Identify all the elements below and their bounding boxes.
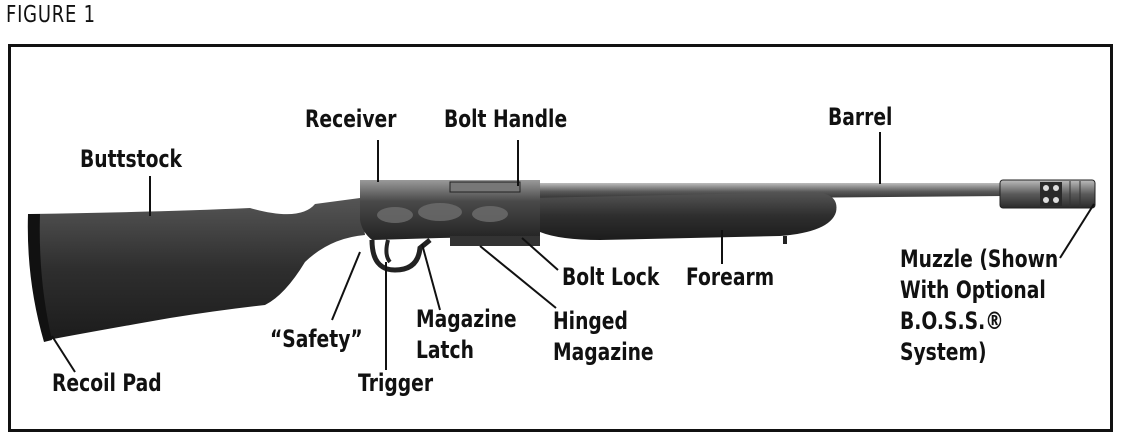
- bolt-lock-label: Bolt Lock: [562, 263, 660, 291]
- trigger-shape: [384, 239, 392, 264]
- recoil-pad-label: Recoil Pad: [52, 369, 162, 397]
- safety-label: “Safety”: [270, 325, 363, 353]
- forearm-shape: [528, 192, 837, 240]
- barrel-label: Barrel: [828, 103, 893, 131]
- magazine-latch-label: Magazine Latch: [416, 305, 517, 364]
- receiver-label: Receiver: [305, 105, 397, 133]
- leader-magazine-latch: [421, 243, 441, 311]
- leader-hinged-magazine: [479, 245, 557, 309]
- bolt-handle-shape: [449, 181, 521, 193]
- trigger-label: Trigger: [358, 369, 434, 397]
- leader-muzzle: [1059, 203, 1095, 259]
- muzzle-label: Muzzle (Shown With Optional B.O.S.S.® Sy…: [900, 245, 1059, 366]
- muzzle-brake-shape: [999, 179, 1096, 209]
- bolt-handle-label: Bolt Handle: [444, 105, 568, 133]
- leader-safety: [331, 251, 361, 321]
- leader-recoil-pad: [51, 335, 76, 373]
- recoil-pad-shape: [27, 214, 52, 342]
- figure-title: FIGURE 1: [6, 2, 96, 28]
- forearm-label: Forearm: [686, 263, 775, 291]
- trigger-guard-shape: [369, 238, 432, 273]
- buttstock-shape: [30, 198, 365, 340]
- figure-frame: [8, 44, 1113, 432]
- hinged-magazine-shape: [450, 236, 540, 246]
- buttstock-label: Buttstock: [80, 145, 182, 173]
- receiver-engraving: [377, 203, 508, 223]
- hinged-magazine-label: Hinged Magazine: [553, 307, 654, 366]
- leader-bolt-lock: [521, 237, 559, 271]
